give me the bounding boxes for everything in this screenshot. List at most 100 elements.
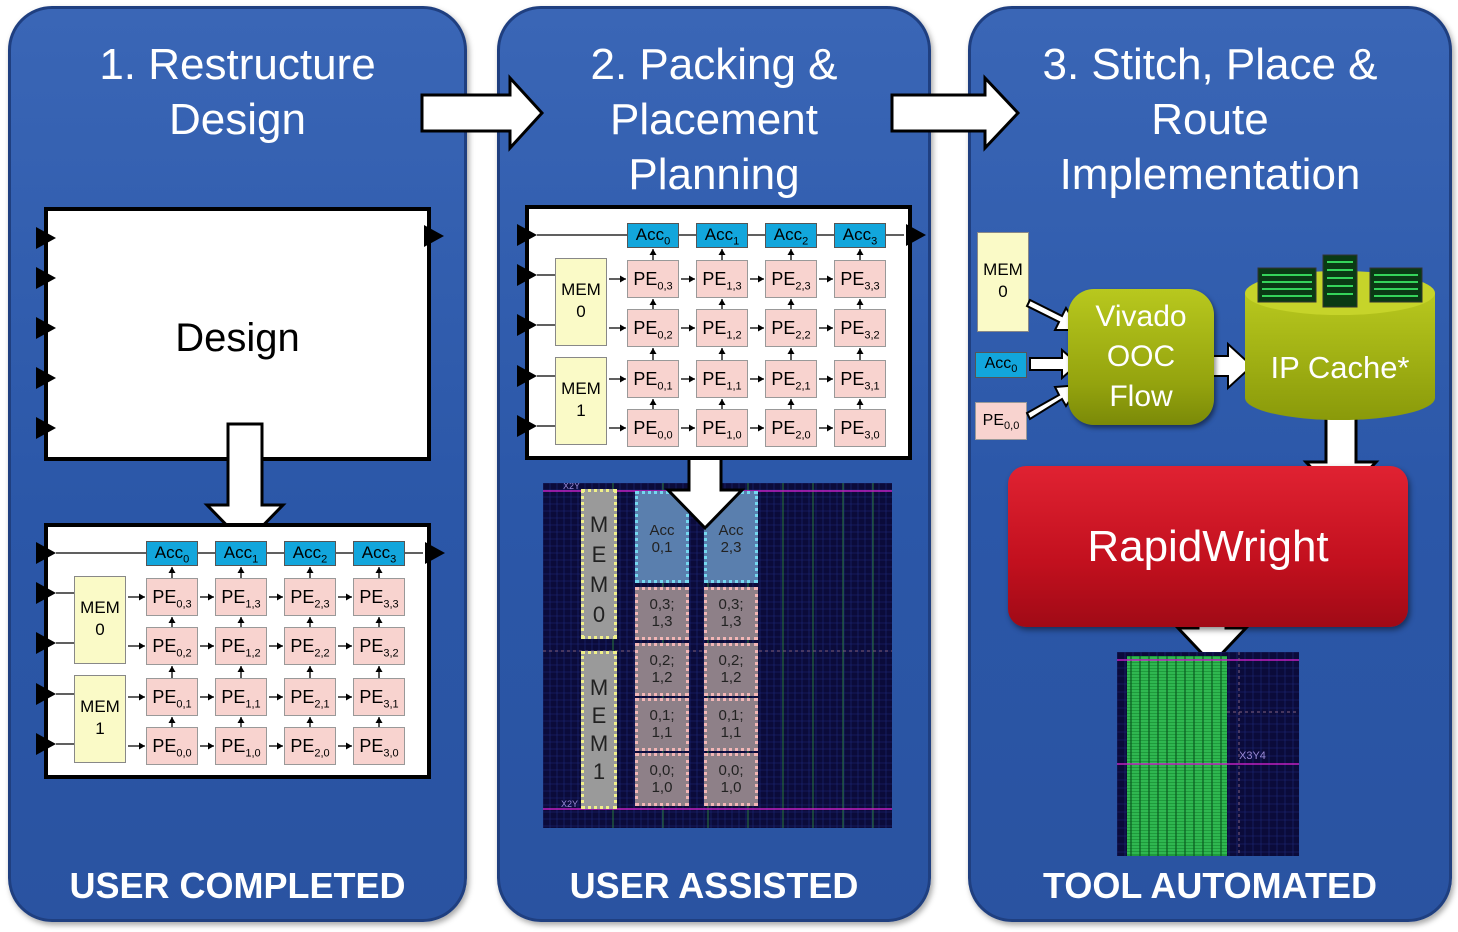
input-pin-icon [517, 224, 537, 246]
floorplan-label: Acc [649, 522, 675, 539]
impl-region-label: X3Y4 [1239, 750, 1266, 762]
pe-block: PE2,2 [284, 627, 336, 665]
title-line: 2. Packing & [590, 40, 838, 89]
implementation-routing [1117, 652, 1299, 856]
mem-label: MEM [80, 598, 120, 617]
panel-footer: USER ASSISTED [569, 865, 859, 906]
pe-block: PE3,1 [353, 678, 405, 716]
input-pin-icon [36, 683, 56, 705]
acc-block: Acc2 [765, 223, 817, 248]
mem-label: MEM [561, 379, 601, 398]
vivado-label: Vivado [1095, 300, 1187, 333]
panel-title: 1. Restructure Design [11, 37, 464, 147]
title-line: Route [1151, 95, 1269, 144]
vivado-label: Flow [1109, 380, 1173, 413]
input-pin-icon [36, 227, 56, 249]
mem-block: MEM 1 [555, 357, 607, 445]
acc-block: Acc1 [696, 223, 748, 248]
input-pin-icon [36, 632, 56, 654]
mem-label: 0 [95, 620, 105, 639]
floorplan-label: 1,2 [651, 669, 673, 686]
vivado-label: OOC [1106, 340, 1176, 373]
input-pin-icon [36, 542, 56, 564]
floorplan-label: E [591, 703, 607, 728]
panel-restructure-design: 1. Restructure Design USER COMPLETED [8, 6, 467, 922]
acc-block: Acc1 [215, 541, 267, 566]
pe-block: PE3,3 [834, 260, 886, 298]
floorplan-label: M [589, 731, 609, 756]
floorplan-label: 2,3 [720, 539, 742, 556]
floorplan-label: 0 [592, 602, 606, 627]
corner-label: X2Y [561, 799, 578, 809]
mem-label: 0 [998, 282, 1008, 301]
floorplan-label: E [591, 542, 607, 567]
pe-block: PE1,1 [215, 678, 267, 716]
pe-block: PE1,3 [215, 578, 267, 616]
floorplan-block: 0,1;1,1 [635, 698, 689, 751]
pe-block: PE0,3 [627, 260, 679, 298]
pe-block: PE0,2 [146, 627, 198, 665]
rapidwright-block: RapidWright [1008, 466, 1408, 627]
floorplan-label: 1,0 [651, 779, 673, 796]
pe-block: PE3,0 [834, 409, 886, 447]
floorplan-block: 0,3;1,3 [635, 587, 689, 640]
pe-block: PE2,1 [765, 360, 817, 398]
input-pin-icon [36, 367, 56, 389]
input-pin-icon [36, 733, 56, 755]
acc-block: Acc3 [834, 223, 886, 248]
floorplan-label: 0,1 [651, 539, 673, 556]
pe-block: PE0,0 [146, 727, 198, 765]
mem-label: 1 [576, 401, 586, 420]
floorplan-label: 0,3; [649, 596, 675, 613]
floorplan-label: 1,0 [720, 779, 742, 796]
flow-acc: Acc0 [975, 352, 1027, 378]
title-line: Placement [610, 95, 818, 144]
panel-footer: TOOL AUTOMATED [1042, 865, 1377, 906]
design-label: Design [175, 316, 300, 360]
pe-block: PE1,3 [696, 260, 748, 298]
floorplan-block: 0,1;1,1 [704, 698, 758, 751]
pe-block: PE0,3 [146, 578, 198, 616]
floorplan-block: 0,2;1,2 [704, 643, 758, 696]
pe-block: PE3,3 [353, 578, 405, 616]
floorplan-label: 1,2 [720, 669, 742, 686]
mem-label: MEM [561, 280, 601, 299]
flow-pe: PE0,0 [975, 402, 1027, 440]
input-pin-icon [36, 417, 56, 439]
output-pin-icon [906, 224, 926, 246]
floorplan-label: 0,1; [649, 707, 675, 724]
input-pin-icon [36, 267, 56, 289]
floorplan-block: 0,0;1,0 [635, 753, 689, 806]
pe-block: PE0,1 [627, 360, 679, 398]
mem-block: MEM 0 [74, 576, 126, 664]
acc-block: Acc2 [284, 541, 336, 566]
input-pin-icon [517, 365, 537, 387]
input-pin-icon [517, 314, 537, 336]
mem-block: MEM 0 [555, 258, 607, 346]
acc-block: Acc3 [353, 541, 405, 566]
panel-title: 2. Packing & Placement Planning [500, 37, 928, 202]
pe-block: PE2,3 [765, 260, 817, 298]
corner-label: X2Y [563, 483, 580, 491]
mem-label: 0 [576, 302, 586, 321]
pe-block: PE3,2 [353, 627, 405, 665]
input-pin-icon [36, 582, 56, 604]
floorplan-label: 0,2; [718, 652, 744, 669]
title-line: Design [169, 95, 306, 144]
pe-block: PE0,1 [146, 678, 198, 716]
title-line: Planning [628, 150, 800, 199]
input-pin-icon [517, 264, 537, 286]
floorplan-label: 1,3 [651, 613, 673, 630]
floorplan-label: 0,1; [718, 707, 744, 724]
pe-block: PE2,2 [765, 309, 817, 347]
floorplan-label: 1 [592, 759, 606, 784]
pe-block: PE1,0 [215, 727, 267, 765]
mem-label: 1 [95, 719, 105, 738]
floorplan-label: 1,1 [651, 724, 673, 741]
input-pin-icon [36, 317, 56, 339]
floorplan-label: Acc [718, 522, 744, 539]
